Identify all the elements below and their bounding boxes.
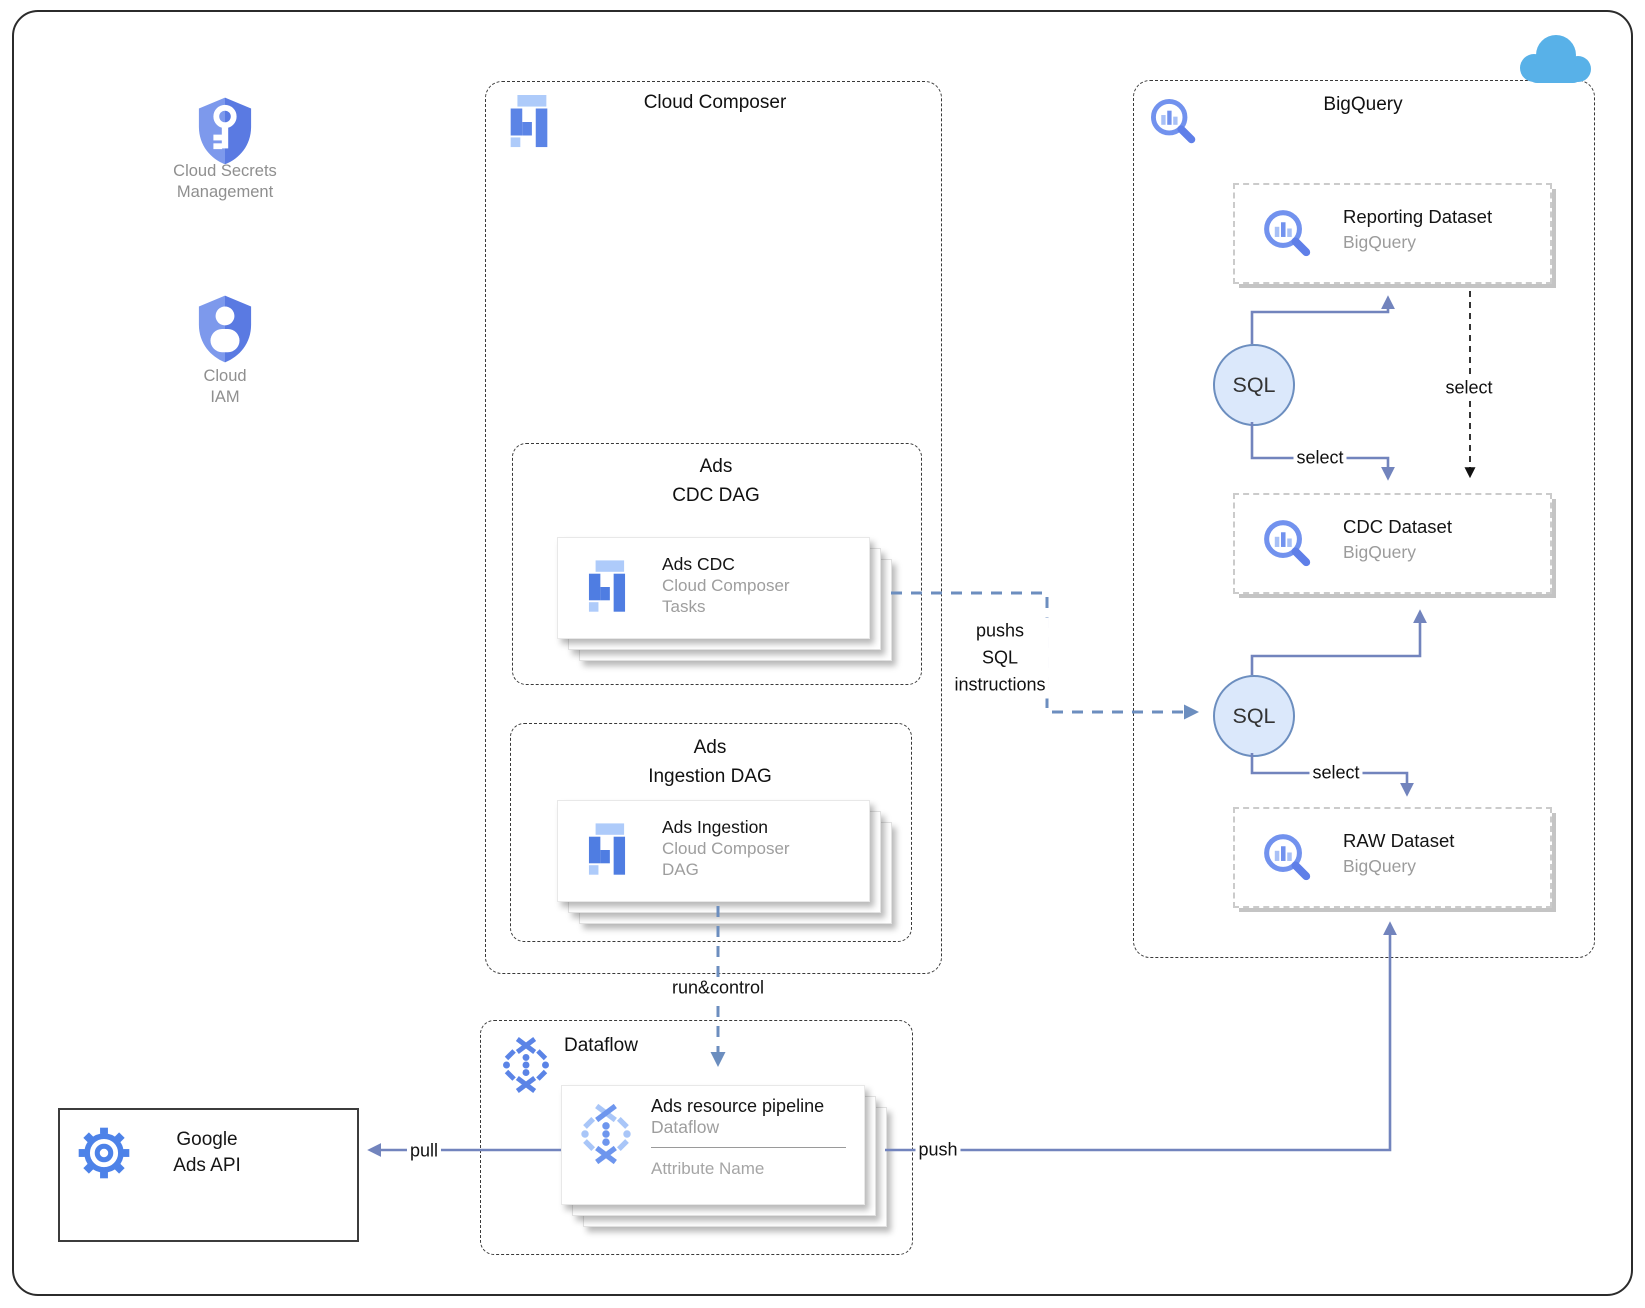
google-ads-api-label: Google Ads API — [127, 1127, 287, 1179]
ads-ingestion-dag-title-line1: Ads — [693, 737, 727, 758]
ads-ingestion-card: Ads Ingestion Cloud Composer DAG — [557, 800, 870, 902]
cloud-secrets-label-line1: Cloud Secrets — [173, 162, 277, 180]
edge-label-run-control: run&control — [668, 977, 768, 999]
diagram-outer-border — [12, 10, 1633, 1296]
google-ads-api-line1: Google — [176, 1129, 238, 1150]
ads-ingestion-dag-title-line2: Ingestion DAG — [648, 766, 772, 787]
reporting-dataset-title: Reporting Dataset — [1343, 206, 1493, 227]
cloud-secrets-label: Cloud Secrets Management — [125, 161, 325, 203]
cloud-secrets-label-line2: Management — [176, 183, 274, 201]
edge-label-pull: pull — [406, 1140, 442, 1162]
ads-cdc-card-title: Ads CDC — [662, 554, 735, 574]
cloud-composer-icon — [588, 560, 626, 614]
cdc-dataset-title: CDC Dataset — [1343, 516, 1452, 537]
bigquery-icon — [1261, 205, 1313, 261]
edge-label-instructions: instructions — [954, 674, 1046, 695]
bigquery-icon — [1261, 829, 1313, 885]
cloud-iam-shield-icon — [196, 292, 254, 366]
cloud-composer-icon — [508, 95, 550, 149]
cdc-dataset-card: CDC Dataset BigQuery — [1233, 493, 1552, 594]
edge-label-pushs-sql-instructions: pushs SQL instructions — [951, 617, 1049, 699]
ads-ingestion-card-title: Ads Ingestion — [662, 817, 769, 837]
ads-cdc-dag-title-line2: CDC DAG — [672, 485, 760, 506]
ads-cdc-dag-title-line1: Ads — [699, 456, 733, 477]
bigquery-icon — [1148, 95, 1198, 147]
ads-cdc-card: Ads CDC Cloud Composer Tasks — [557, 537, 870, 639]
google-ads-api-box: Google Ads API — [58, 1108, 359, 1242]
ads-cdc-card-subtitle1: Cloud Composer — [662, 576, 790, 595]
google-ads-api-line2: Ads API — [173, 1155, 241, 1176]
ads-ingestion-dag-title: Ads Ingestion DAG — [510, 733, 910, 791]
cloud-composer-title: Cloud Composer — [643, 92, 787, 113]
ads-cdc-card-subtitle2: Tasks — [662, 597, 706, 616]
dataflow-title: Dataflow — [564, 1035, 638, 1056]
cloud-composer-container — [485, 81, 942, 974]
cloud-iam-label-line2: IAM — [210, 388, 240, 406]
dataflow-pipeline-card: Ads resource pipeline Dataflow Attribute… — [561, 1085, 865, 1205]
edge-label-select-sql1: select — [1293, 447, 1347, 469]
ads-cdc-dag-box — [512, 443, 922, 685]
bigquery-title: BigQuery — [1323, 94, 1403, 115]
dataflow-card-attribute: Attribute Name — [651, 1159, 765, 1178]
cloud-iam-label: Cloud IAM — [125, 366, 325, 408]
reporting-dataset-subtitle: BigQuery — [1343, 232, 1416, 252]
ads-ingestion-card-subtitle1: Cloud Composer — [662, 839, 790, 858]
dataflow-icon — [578, 1098, 634, 1170]
edge-label-push: push — [915, 1139, 961, 1161]
edge-label-select-reporting-cdc: select — [1442, 377, 1496, 399]
bigquery-icon — [1261, 515, 1313, 571]
cdc-dataset-subtitle: BigQuery — [1343, 542, 1416, 562]
sql-node-top: SQL — [1213, 344, 1295, 426]
gear-icon — [77, 1125, 131, 1181]
ads-ingestion-card-subtitle2: DAG — [662, 860, 699, 879]
raw-dataset-subtitle: BigQuery — [1343, 856, 1416, 876]
cloud-composer-icon — [588, 823, 626, 877]
reporting-dataset-card: Reporting Dataset BigQuery — [1233, 183, 1552, 284]
edge-label-sql: SQL — [981, 647, 1019, 668]
dataflow-card-title: Ads resource pipeline — [651, 1096, 825, 1116]
raw-dataset-card: RAW Dataset BigQuery — [1233, 807, 1552, 908]
cloud-iam-label-line1: Cloud — [203, 367, 247, 385]
dataflow-card-subtitle: Dataflow — [651, 1117, 720, 1137]
cloud-icon — [1512, 32, 1598, 88]
raw-dataset-title: RAW Dataset — [1343, 830, 1455, 851]
ads-cdc-dag-title: Ads CDC DAG — [512, 452, 920, 510]
sql-node-bottom: SQL — [1213, 675, 1295, 757]
edge-label-select-sql2: select — [1309, 762, 1363, 784]
dataflow-icon — [500, 1032, 552, 1098]
edge-label-pushs: pushs — [975, 620, 1025, 641]
ads-ingestion-dag-box — [510, 723, 912, 942]
card-divider — [651, 1147, 846, 1148]
cloud-secrets-shield-icon — [196, 94, 254, 168]
